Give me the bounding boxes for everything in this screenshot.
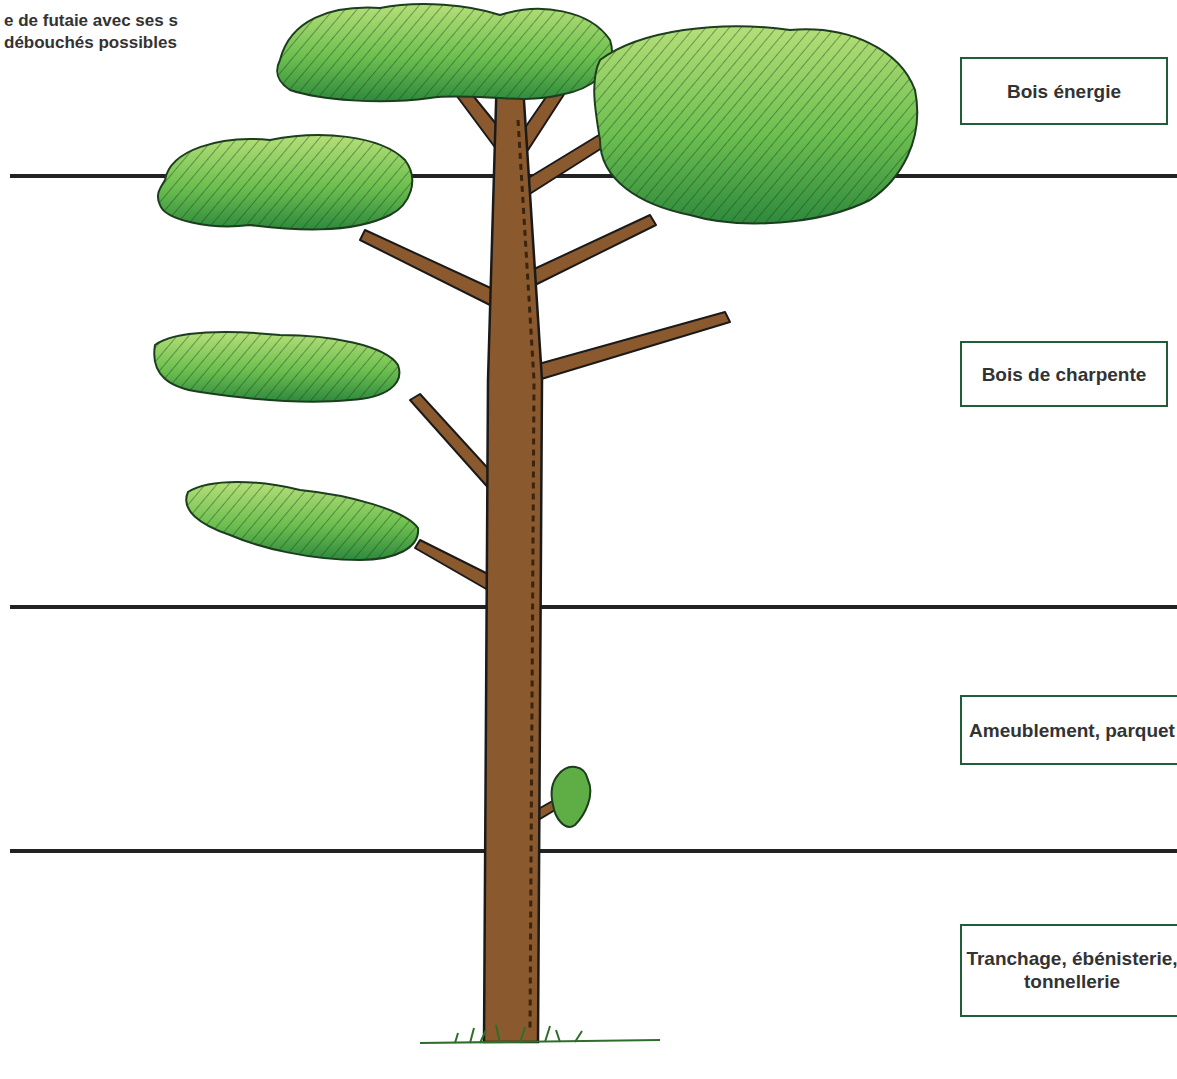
- use-box: Ameublement, parquet: [960, 695, 1177, 765]
- trunk-shading: [518, 120, 534, 1030]
- use-box: Bois de charpente: [960, 341, 1168, 407]
- use-label: Bois de charpente: [982, 363, 1147, 386]
- use-label: Ameublement, parquet: [969, 719, 1175, 742]
- use-label: Bois énergie: [1007, 80, 1121, 103]
- grass: [420, 1025, 660, 1043]
- use-box: Tranchage, ébénisterie, tonnellerie: [960, 924, 1177, 1017]
- diagram-title: e de futaie avec ses s débouchés possibl…: [4, 10, 266, 54]
- trunk: [484, 70, 542, 1042]
- use-box: Bois énergie: [960, 57, 1168, 125]
- foliage: [154, 4, 917, 827]
- use-label: Tranchage, ébénisterie, tonnellerie: [962, 947, 1177, 993]
